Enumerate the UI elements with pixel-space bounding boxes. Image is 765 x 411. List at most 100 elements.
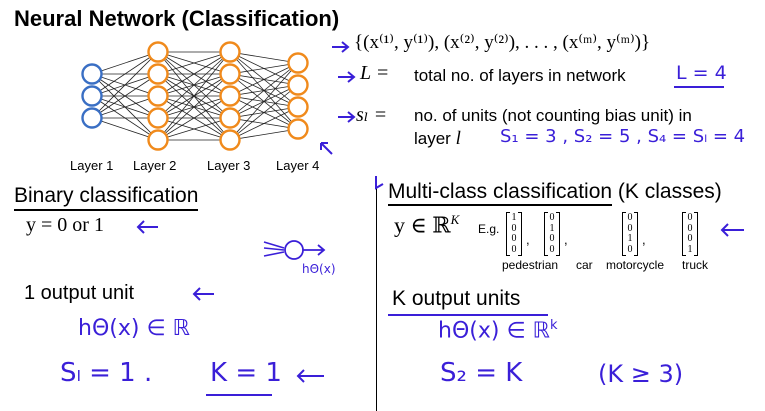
unit-node [287,96,309,118]
network-edge [157,95,231,141]
network-edge [157,73,231,141]
vector-comma: , [642,232,646,247]
vector-label-pedestrian: pedestrian [502,258,559,272]
slide-title: Neural Network (Classification) [14,6,340,31]
unit-node [219,129,241,151]
network-edge [229,62,299,75]
ink-arrow-trainset [332,41,350,53]
layer-label-2: Layer 2 [133,158,177,173]
network-edges [91,51,299,141]
network-edge [91,95,159,119]
sl-description-line2: layer l [414,128,461,150]
multiclass-output: K output units [392,287,521,310]
L-description: total no. of layers in network [414,66,626,85]
network-edge [157,51,231,97]
binary-k-underline [206,394,272,396]
network-edge [91,51,159,75]
sl-description-line1: no. of units (not counting bias unit) in [414,106,692,125]
ink-mark-multiclass [375,176,384,190]
vector-label-truck: truck [682,258,709,272]
vector-comma: , [564,232,568,247]
network-edge [229,62,299,119]
network-edge [229,62,299,141]
multiclass-output-underline [388,314,548,316]
sl-layer-var: l [455,128,461,149]
sl-layer-word: layer [414,129,451,148]
unit-node [219,107,241,129]
spacer [0,166,765,167]
vector-label-car: car [576,258,593,272]
L-value-underline [674,86,724,88]
network-edge [91,73,159,119]
ink-arrow-layer4 [320,142,333,155]
unit-node [147,85,169,107]
binary-k-annotation: K = 1 [210,358,282,388]
network-edge [91,51,159,119]
binary-h-annotation: hΘ(x) ∈ ℝ [78,316,191,341]
neuron-doodle-icon [263,240,326,260]
input-node [81,107,103,129]
network-edge [157,51,231,119]
training-set: {(x⁽¹⁾, y⁽¹⁾), (x⁽²⁾, y⁽²⁾), . . . , (x⁽… [354,32,651,53]
network-edge [229,62,299,97]
network-edge [157,117,231,141]
layer-label-1: Layer 1 [70,158,114,173]
vector-label-motorcycle: motorcycle [606,258,665,272]
network-edge [157,51,231,141]
ink-arrow-binary-output [192,287,214,301]
ink-arrow-binary-k [296,369,324,383]
eg-label: E.g. [478,222,500,236]
unit-node [147,129,169,151]
multiclass-formula-main: y ∈ ℝ [394,212,451,238]
multiclass-heading-main: Multi-class classification [388,180,613,206]
binary-sl-annotation: Sₗ = 1 . [60,358,153,388]
binary-output: 1 output unit [24,282,135,304]
unit-node [287,52,309,74]
s-values-annotation: S₁ = 3 , S₂ = 5 , S₄ = Sₗ = 4 [500,126,746,147]
ink-arrow-multiclass [720,223,744,237]
ink-arrow-binary [136,220,158,234]
network-edge [157,51,231,75]
binary-formula: y = 0 or 1 [26,214,104,236]
network-edge [91,51,159,97]
layer-label-3: Layer 3 [207,158,251,173]
network-edge [91,117,159,141]
unit-node [219,85,241,107]
h-small-annotation: hΘ(x) [302,262,336,276]
unit-node [287,74,309,96]
network-edge [229,84,299,141]
L-value-annotation: L = 4 [676,62,727,84]
unit-node [219,63,241,85]
vertical-divider [376,176,377,411]
network-diagram [81,41,309,151]
input-node [81,63,103,85]
unit-node [287,118,309,140]
ink-arrow-L [338,71,356,83]
multi-h-sup: k [550,318,558,333]
network-nodes [81,41,309,151]
multiclass-formula: y ∈ ℝK [394,212,459,238]
unit-node [147,63,169,85]
network-edge [229,106,299,141]
L-symbol: L = [360,62,390,84]
binary-heading: Binary classification [14,184,199,211]
sl-symbol: sₗ = [356,104,388,126]
network-edge [229,51,299,64]
vector-comma: , [526,232,530,247]
multiclass-heading-rest: (K classes) [612,180,722,203]
multi-h-text: hΘ(x) ∈ ℝ [438,318,551,344]
multi-h-annotation: hΘ(x) ∈ ℝk [438,318,558,343]
layer-label-4: Layer 4 [276,158,320,173]
network-edge [229,128,299,141]
unit-node [147,107,169,129]
multi-cond-annotation: (K ≥ 3) [598,360,684,388]
multi-s-annotation: S₂ = K [440,358,523,388]
